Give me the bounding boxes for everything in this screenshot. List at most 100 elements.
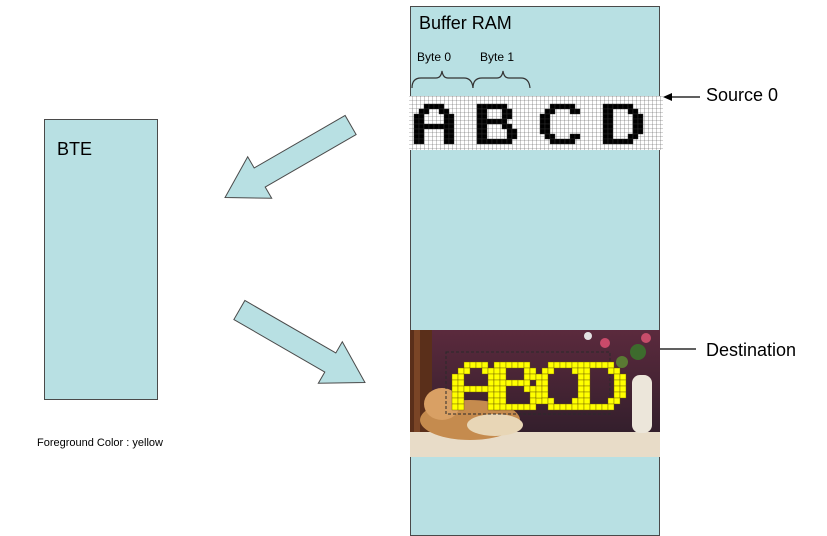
- glyph-pixel-d: [627, 138, 634, 145]
- glyph-pixel-b: [517, 403, 525, 411]
- glyph-pixel-d: [627, 133, 634, 140]
- bte-panel: BTE: [44, 119, 158, 400]
- glyph-pixel-b: [493, 385, 501, 393]
- source-pointer-arrowhead: [663, 93, 672, 101]
- glyph-pixel-c: [541, 367, 549, 375]
- glyph-pixel-d: [632, 113, 639, 120]
- glyph-pixel-d: [602, 133, 609, 140]
- glyph-pixel-c: [539, 113, 546, 120]
- glyph-pixel-b: [481, 108, 488, 115]
- destination-photo: [410, 330, 660, 457]
- glyph-pixel-d: [607, 138, 614, 145]
- glyph-pixel-c: [547, 403, 555, 411]
- glyph-pixel-b: [506, 123, 513, 130]
- glyph-pixel-b: [476, 108, 483, 115]
- glyph-pixel-a: [463, 361, 471, 369]
- glyph-pixel-d: [619, 391, 627, 399]
- glyph-pixel-d: [601, 361, 609, 369]
- glyph-pixel-a: [469, 385, 477, 393]
- glyph-pixel-b: [481, 128, 488, 135]
- glyph-pixel-b: [476, 113, 483, 120]
- glyph-pixel-d: [607, 367, 615, 375]
- glyph-pixel-c: [559, 138, 566, 145]
- glyph-pixel-a: [443, 138, 450, 145]
- glyph-pixel-a: [433, 123, 440, 130]
- glyph-pixel-b: [481, 138, 488, 145]
- glyph-pixel-a: [418, 108, 425, 115]
- glyph-pixel-c: [569, 108, 576, 115]
- glyph-pixel-b: [523, 373, 531, 381]
- glyph-pixel-c: [535, 385, 543, 393]
- glyph-pixel-d: [607, 123, 614, 130]
- glyph-pixel-b: [493, 361, 501, 369]
- glyph-pixel-b: [476, 128, 483, 135]
- glyph-pixel-c: [554, 103, 561, 110]
- glyph-pixel-c: [541, 379, 549, 387]
- glyph-pixel-a: [443, 133, 450, 140]
- glyph-pixel-d: [637, 113, 644, 120]
- glyph-pixel-b: [511, 379, 519, 387]
- byte1-brace: [472, 70, 531, 89]
- glyph-pixel-d: [595, 403, 603, 411]
- glyph-pixel-c: [549, 108, 556, 115]
- glyph-pixel-b: [529, 373, 537, 381]
- glyph-pixel-d: [612, 138, 619, 145]
- glyph-pixel-d: [583, 379, 591, 387]
- glyph-pixel-d: [602, 113, 609, 120]
- glyph-pixel-b: [511, 133, 518, 140]
- glyph-pixel-d: [577, 373, 585, 381]
- glyph-pixel-a: [457, 403, 465, 411]
- glyph-pixel-a: [438, 103, 445, 110]
- glyph-pixel-a: [428, 123, 435, 130]
- glyph-pixel-d: [619, 385, 627, 393]
- glyph-pixel-b: [506, 108, 513, 115]
- glyph-pixel-b: [529, 397, 537, 405]
- glyph-pixel-b: [529, 403, 537, 411]
- glyph-pixel-d: [613, 379, 621, 387]
- glyph-pixel-b: [491, 118, 498, 125]
- glyph-pixel-a: [451, 379, 459, 387]
- glyph-pixel-a: [451, 373, 459, 381]
- glyph-pixel-d: [637, 128, 644, 135]
- glyph-pixel-d: [612, 103, 619, 110]
- glyph-pixel-b: [505, 361, 513, 369]
- glyph-pixel-a: [443, 108, 450, 115]
- glyph-pixel-d: [577, 391, 585, 399]
- byte0-label: Byte 0: [417, 50, 452, 64]
- glyph-pixel-b: [501, 113, 508, 120]
- bte-title: BTE: [57, 139, 93, 159]
- glyph-pixel-a: [457, 373, 465, 381]
- glyph-pixel-b: [506, 138, 513, 145]
- glyph-pixel-c: [571, 403, 579, 411]
- glyph-pixel-d: [607, 108, 614, 115]
- glyph-pixel-a: [448, 118, 455, 125]
- glyph-pixel-a: [413, 123, 420, 130]
- glyph-pixel-b: [529, 367, 537, 375]
- glyph-pixel-a: [423, 123, 430, 130]
- glyph-pixel-b: [506, 128, 513, 135]
- glyph-pixel-d: [577, 361, 585, 369]
- glyph-pixel-c: [574, 108, 581, 115]
- glyph-pixel-d: [583, 373, 591, 381]
- glyph-pixel-c: [553, 403, 561, 411]
- glyph-pixel-d: [577, 403, 585, 411]
- glyph-pixel-b: [499, 397, 507, 405]
- glyph-pixel-a: [463, 367, 471, 375]
- foreground-color-note: Foreground Color : yellow: [37, 437, 163, 449]
- glyph-pixel-d: [617, 103, 624, 110]
- glyph-pixel-d: [607, 113, 614, 120]
- glyph-pixel-d: [613, 397, 621, 405]
- glyph-pixel-c: [554, 138, 561, 145]
- glyph-pixel-d: [595, 361, 603, 369]
- glyph-pixel-d: [577, 397, 585, 405]
- glyph-pixel-d: [602, 118, 609, 125]
- glyph-pixel-d: [622, 103, 629, 110]
- glyph-pixel-d: [622, 138, 629, 145]
- glyph-pixel-a: [433, 103, 440, 110]
- glyph-pixel-d: [632, 128, 639, 135]
- glyph-pixel-a: [487, 397, 495, 405]
- glyph-pixel-d: [602, 128, 609, 135]
- glyph-pixel-a: [451, 391, 459, 399]
- glyph-pixel-c: [539, 128, 546, 135]
